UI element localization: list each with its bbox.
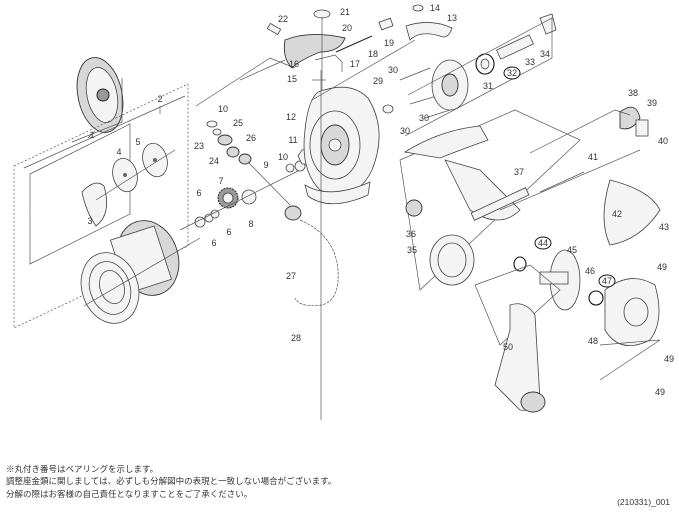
part-label-15: 15	[287, 74, 297, 84]
part-label-32: 32	[507, 68, 517, 78]
bearing-marker-44	[534, 236, 552, 250]
part-label-18: 18	[368, 49, 378, 59]
part-label-11: 11	[288, 135, 297, 145]
pinion-gear-part	[217, 187, 239, 209]
part-label-36: 36	[406, 229, 416, 239]
handle-part	[494, 303, 546, 413]
part-label-7: 7	[218, 176, 223, 186]
part-label-40: 40	[658, 136, 668, 146]
part-label-23: 23	[194, 141, 204, 151]
drag-knob-part	[76, 57, 124, 139]
part-label-49: 49	[655, 387, 665, 397]
part-label-30: 30	[388, 65, 398, 75]
part-label-22: 22	[278, 14, 288, 24]
part-label-48: 48	[588, 336, 598, 346]
bushing-parts	[206, 120, 252, 165]
part-label-27: 27	[286, 271, 296, 281]
part-label-4: 4	[116, 147, 121, 157]
bearing-marker-47	[598, 274, 616, 288]
bail-arm-parts	[266, 4, 453, 90]
bearing-marker-32	[503, 66, 521, 80]
part-label-41: 41	[588, 152, 598, 162]
note-shims: 調整座金類に関しましては、必ずしも分解図中の表現と一致しない場合がございます。	[6, 476, 337, 487]
body-part	[403, 125, 530, 286]
part-label-50: 50	[503, 342, 513, 352]
part-label-34: 34	[540, 49, 550, 59]
part-label-20: 20	[342, 23, 352, 33]
part-label-24: 24	[209, 156, 219, 166]
side-plate-parts	[603, 106, 661, 246]
diagram-code: (210331)_001	[617, 497, 670, 507]
part-label-46: 46	[585, 266, 595, 276]
part-label-47: 47	[602, 276, 612, 286]
part-label-25: 25	[233, 118, 243, 128]
part-label-45: 45	[567, 245, 577, 255]
part-label-37: 37	[514, 167, 524, 177]
part-label-49: 49	[664, 354, 674, 364]
part-label-12: 12	[286, 112, 296, 122]
rotor-part	[303, 86, 380, 205]
handle-group-outline	[474, 264, 561, 346]
spool-part	[80, 220, 180, 324]
part-label-28: 28	[291, 333, 301, 343]
part-label-2: 2	[157, 94, 162, 104]
group-bracket	[71, 78, 123, 143]
part-label-42: 42	[612, 209, 622, 219]
part-label-10: 10	[218, 104, 228, 114]
spool-washer-part	[112, 157, 138, 193]
notes-block: ※丸付き番号はベアリングを示します。 調整座金類に関しましては、必ずしも分解図中…	[6, 463, 336, 500]
part-label-31: 31	[483, 81, 493, 91]
part-label-10: 10	[278, 152, 288, 162]
spool-assembly-box	[13, 83, 189, 329]
part-label-38: 38	[628, 88, 638, 98]
part-label-8: 8	[248, 219, 253, 229]
part-label-16: 16	[289, 59, 299, 69]
part-label-26: 26	[246, 133, 256, 143]
part-label-17: 17	[350, 59, 360, 69]
part-label-43: 43	[659, 222, 669, 232]
part-label-29: 29	[373, 76, 383, 86]
part-label-21: 21	[340, 7, 350, 17]
part-label-30: 30	[419, 113, 429, 123]
part-label-6: 6	[211, 238, 216, 248]
part-label-39: 39	[647, 98, 657, 108]
gear-box-part	[604, 278, 660, 347]
part-label-1: 1	[89, 130, 94, 140]
drive-gear-part	[513, 249, 604, 311]
note-disassembly: 分解の際はお客様の自己責任となりますことをご了承ください。	[6, 488, 253, 499]
part-label-6: 6	[196, 188, 201, 198]
note-bearing: ※丸付き番号はベアリングを示します。	[6, 464, 159, 474]
part-label-19: 19	[384, 38, 394, 48]
part-label-13: 13	[447, 13, 457, 23]
part-label-5: 5	[135, 137, 140, 147]
spool-spring-part	[81, 182, 108, 227]
exploded-parts-diagram: 1234566678910101112131415161718192021222…	[13, 3, 674, 420]
part-label-30: 30	[400, 126, 410, 136]
part-label-35: 35	[407, 245, 417, 255]
part-label-3: 3	[87, 216, 92, 226]
part-label-44: 44	[538, 238, 548, 248]
part-label-14: 14	[430, 3, 440, 13]
part-label-33: 33	[525, 57, 535, 67]
part-label-49: 49	[657, 262, 667, 272]
part-label-9: 9	[263, 160, 268, 170]
line-roller-cable	[247, 161, 339, 307]
part-label-6: 6	[226, 227, 231, 237]
drag-washer-part	[142, 142, 168, 178]
